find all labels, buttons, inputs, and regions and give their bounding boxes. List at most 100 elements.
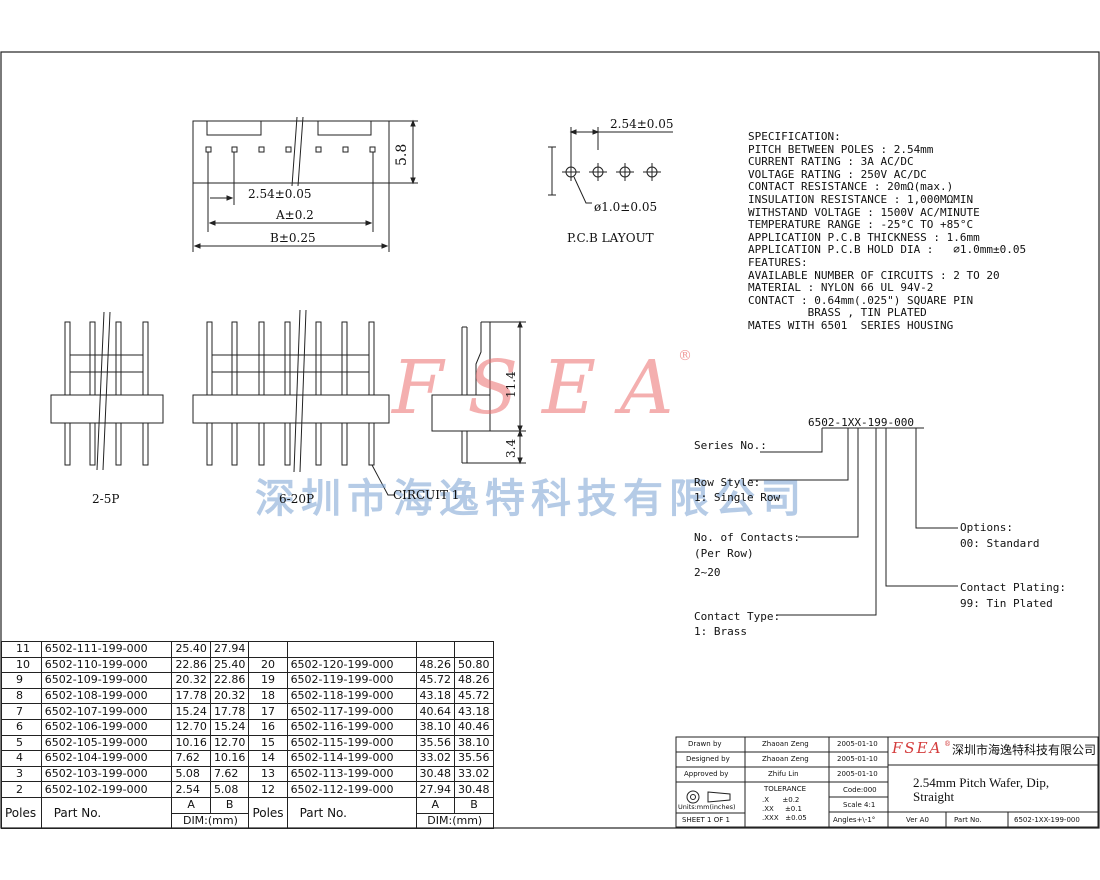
table-cell: 43.18 [415,687,456,705]
table-cell: 45.72 [454,687,494,705]
watermark-logo: FSEA [392,345,698,431]
table-cell: 6502-120-199-000 [286,656,417,674]
plating-value: 99: Tin Plated [960,597,1053,610]
table-cell: 6502-102-199-000 [40,781,173,798]
table-cell: 30.48 [454,781,494,798]
pcb-layout-caption: P.C.B LAYOUT [567,231,654,245]
table-cell: Poles [1,796,42,830]
spec-line: APPLICATION P.C.B HOLD DIA : ∅1.0mm±0.05 [748,243,1027,257]
side-view-upper-dim: 11.4 [504,371,518,398]
table-cell: A [415,796,456,814]
front-view-large [192,309,394,496]
table-cell: B [209,796,250,814]
table-cell: 48.26 [454,672,494,689]
table-cell [286,641,417,658]
pcb-pitch-dim: 2.54±0.05 [610,117,674,131]
table-cell: 9 [1,672,42,689]
watermark-registered-mark: ® [678,348,692,364]
table-cell: 6502-109-199-000 [40,672,173,689]
spec-line: CURRENT RATING : 3A AC/DC [748,155,914,169]
table-cell: 33.02 [454,765,494,783]
table-cell: Part No. [40,796,173,830]
table-cell: 30.48 [415,765,456,783]
spec-line: VOLTAGE RATING : 250V AC/DC [748,167,927,181]
table-cell: 15 [248,734,288,752]
table-cell: 15.24 [209,718,250,736]
side-view-drawing [431,320,526,465]
spec-line: FEATURES: [748,255,808,269]
part-code: 6502-1XX-199-000 [808,416,914,429]
contacts-sub: (Per Row) [694,547,754,560]
table-cell: 17 [248,703,288,720]
table-cell: 12 [248,781,288,798]
drawn-date: 2005-01-10 [837,740,878,748]
table-cell: 10 [1,656,42,674]
table-cell: 27.94 [209,641,250,658]
specification-block: SPECIFICATION:PITCH BETWEEN POLES : 2.54… [748,130,1027,333]
version-label: Ver A0 [906,816,929,824]
designed-by-label: Designed by [686,755,730,763]
table-cell: 22.86 [209,672,250,689]
table-cell: 6502-118-199-000 [286,687,417,705]
table-cell [454,641,494,658]
table-cell: 45.72 [415,672,456,689]
table-cell: 6502-106-199-000 [40,718,173,736]
front-view-small [50,311,164,471]
table-cell: 5.08 [171,765,211,783]
row-style-label: Row Style: [694,476,761,489]
table-cell: 38.10 [415,718,456,736]
row-style-value: 1: Single Row [694,491,781,504]
designed-date: 2005-01-10 [837,755,878,763]
spec-line: TEMPERATURE RANGE : -25°C TO +85°C [748,218,974,232]
table-cell: 6502-104-199-000 [40,750,173,767]
table-cell: DIM:(mm) [415,812,495,830]
tolerance-xxx: .XXX ±0.05 [762,814,807,822]
plating-label: Contact Plating: [960,581,1066,594]
top-view-a-dim: A±0.2 [276,208,314,222]
approved-date: 2005-01-10 [837,770,878,778]
table-cell: 40.64 [415,703,456,720]
front-view-large-label: 6-20P [279,492,315,506]
table-cell: A [171,796,211,814]
title-block-logo-mark: ® [944,740,951,748]
table-cell: 6502-117-199-000 [286,703,417,720]
title-part-label: Part No. [954,816,982,824]
side-view-lower-dim: 3.4 [504,438,518,458]
table-cell: 22.86 [171,656,211,674]
code-label: Code:000 [843,786,877,794]
tolerance-x: .X ±0.2 [762,796,800,804]
table-cell: 18 [248,687,288,705]
table-cell: 10.16 [209,750,250,767]
table-cell: 38.10 [454,734,494,752]
table-cell: 7 [1,703,42,720]
pcb-hole-dim: ø1.0±0.05 [594,200,658,214]
table-cell: 14 [248,750,288,767]
table-cell [415,641,456,658]
angles-label: Angles+\-1° [833,816,876,824]
table-cell: 33.02 [415,750,456,767]
table-cell: 6502-116-199-000 [286,718,417,736]
table-cell: 20.32 [209,687,250,705]
units-label: Units:mm(inches) [678,803,736,811]
table-cell: B [454,796,494,814]
table-cell: 6502-119-199-000 [286,672,417,689]
table-cell: 50.80 [454,656,494,674]
scale-label: Scale 4:1 [843,801,876,809]
table-cell: 20.32 [171,672,211,689]
table-cell: 7.62 [171,750,211,767]
spec-line: MATES WITH 6501 SERIES HOUSING [748,318,954,332]
table-cell: 40.46 [454,718,494,736]
contacts-value: 2~20 [694,566,721,579]
spec-line: AVAILABLE NUMBER OF CIRCUITS : 2 TO 20 [748,268,1000,282]
part-code-leaders [749,427,958,616]
